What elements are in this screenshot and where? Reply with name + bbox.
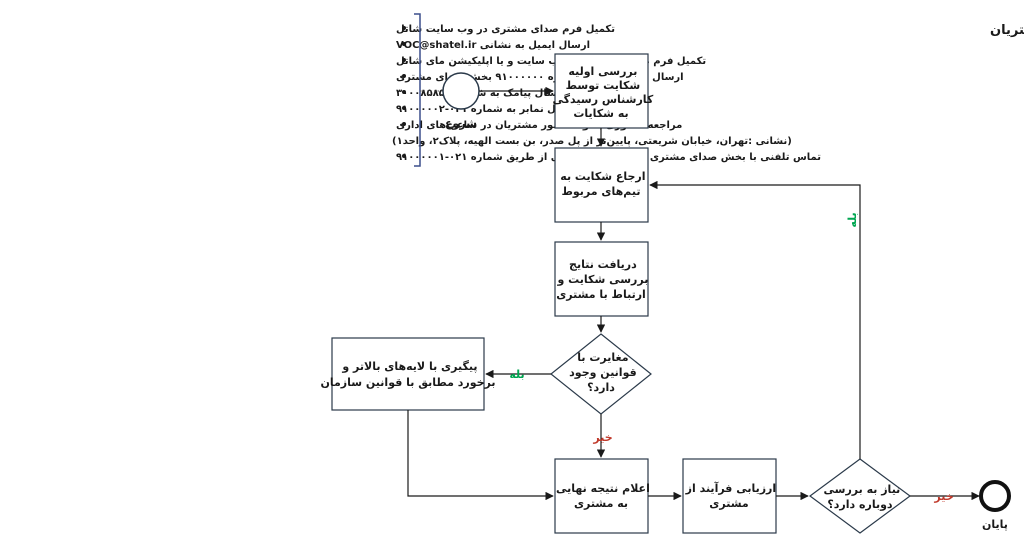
refer-box xyxy=(554,147,649,223)
end-node xyxy=(979,480,1011,512)
connectors xyxy=(407,86,980,501)
need-review-line: دوباره دارد؟ xyxy=(827,498,893,511)
list-bracket xyxy=(414,13,421,167)
need-review-line: نیاز به بررسی xyxy=(824,483,901,496)
channel-item: ارسال نمابر به شماره ۰۲۱-۹۱۰۰۰۰۰۲ xyxy=(396,104,579,115)
bullet-dots xyxy=(402,26,406,158)
law-conflict-line: مغایرت با xyxy=(577,351,628,364)
escalate-line: پیگیری با لایه‌های بالاتر و xyxy=(341,360,477,373)
start-node xyxy=(442,72,480,110)
initial-review-line: به شکایات xyxy=(573,107,628,120)
evaluate-line: ارزیابی فرآیند از xyxy=(685,481,777,495)
need-review-text: نیاز به بررسی دوباره دارد؟ xyxy=(820,483,901,511)
start-label: شروع xyxy=(445,117,477,130)
law-conflict-text: مغایرت با قوانین وجود دارد؟ xyxy=(565,351,636,394)
initial-review-line: کارشناس رسیدگی xyxy=(553,93,654,106)
announce-text: اعلام نتیجه نهایی به مشتری xyxy=(552,482,650,510)
end-label: پایان xyxy=(982,518,1008,531)
initial-review-box xyxy=(554,53,649,129)
refer-text: ارجاع شکایت به تیم‌های مربوط xyxy=(556,170,645,198)
label-yes-refer: بله xyxy=(846,212,859,227)
initial-review-text: بررسی اولیه شکایت توسط کارشناس رسیدگی به… xyxy=(549,65,654,120)
initial-review-line: بررسی اولیه xyxy=(568,65,637,78)
need-review-decision xyxy=(808,458,912,534)
refer-line: تیم‌های مربوط xyxy=(561,185,640,198)
channel-item: تکمیل فرم صدای مشتری در وب سایت شاتل xyxy=(396,24,615,35)
receive-results-line: دریافت نتایج xyxy=(569,258,637,271)
refer-line: ارجاع شکایت به xyxy=(560,170,645,183)
evaluate-box xyxy=(682,458,777,534)
arrow-escalate-to-announce xyxy=(407,410,554,501)
law-conflict-line: دارد؟ xyxy=(587,381,615,394)
channel-item: تکمیل فرم صدای مشتری در وب سایت و یا اپل… xyxy=(396,56,706,67)
announce-line: اعلام نتیجه نهایی xyxy=(556,482,650,495)
channel-item-note: (نشانی :تهران، خیابان شریعتی، پایین‌تر ا… xyxy=(392,136,792,147)
channel-item: ارسال پیام صوتی به شماره ۹۱۰۰۰۰۰۰ بخش صد… xyxy=(396,72,684,83)
receive-results-line: ارتباط با مشتری xyxy=(556,288,646,301)
label-no-announce: خیر xyxy=(592,431,612,444)
initial-review-line: شکایت توسط xyxy=(566,79,641,92)
channel-item: ارسال پیامک به شماره ۳۰۰۰۸۵۸۵۰ xyxy=(396,88,566,99)
announce-box xyxy=(554,458,649,534)
escalate-box xyxy=(331,337,485,411)
label-yes-escalate: بله xyxy=(509,368,524,381)
channel-item: مراجعه حضوری به واحد امور مشتریان در ساع… xyxy=(396,120,682,131)
channel-item: ارسال ایمیل به نشانی VOC@shatel.ir xyxy=(396,40,590,51)
escalate-text: پیگیری با لایه‌های بالاتر و برخورد مطابق… xyxy=(320,360,495,389)
receive-results-line: بررسی شکایت و xyxy=(556,273,648,286)
escalate-line: برخورد مطابق با قوانین سازمان xyxy=(320,376,495,389)
label-no-end: خیر xyxy=(933,490,953,503)
evaluate-line: مشتری xyxy=(709,497,748,510)
law-conflict-line: قوانین وجود xyxy=(569,366,637,379)
arrow-decision-yes-to-refer xyxy=(649,180,861,459)
diagram-title: نمودار فرآیند رسیدگی به شکایات مشتریان xyxy=(990,21,1024,38)
receive-results-text: دریافت نتایج بررسی شکایت و ارتباط با مشت… xyxy=(554,258,649,301)
announce-line: به مشتری xyxy=(574,497,628,510)
evaluate-text: ارزیابی فرآیند از مشتری xyxy=(682,481,776,510)
